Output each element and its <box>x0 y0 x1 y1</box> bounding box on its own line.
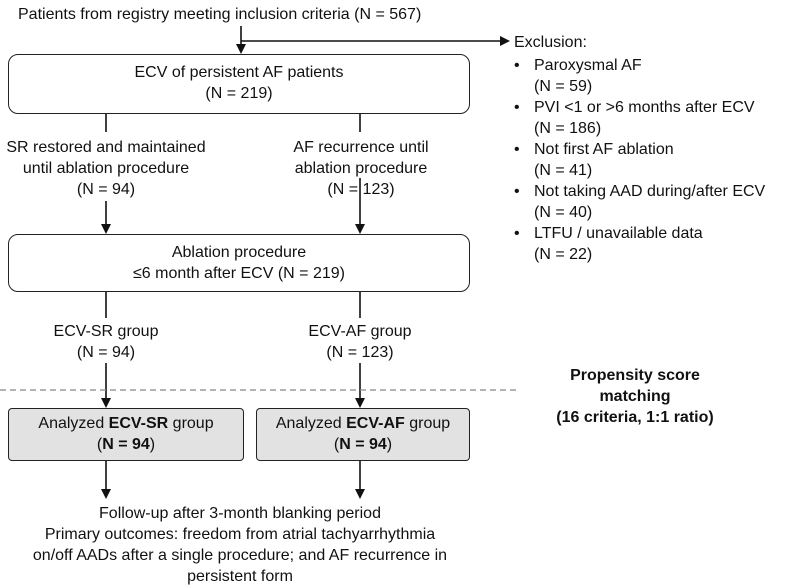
analyzed-ecv-af-count: (N = 94) <box>333 436 393 453</box>
ecv-box-count: (N = 219) <box>205 85 273 102</box>
sr-branch-line2: until ablation procedure <box>22 160 190 177</box>
exclusion-title: Exclusion: <box>514 34 587 51</box>
analyzed-ecv-sr-box: Analyzed ECV-SR group (N = 94) <box>8 408 244 461</box>
exclusion-item-count: (N = 22) <box>534 246 593 263</box>
bullet-icon: • <box>514 225 520 242</box>
exclusion-item: • LTFU / unavailable data (N = 22) <box>512 223 797 265</box>
followup-line2: Primary outcomes: freedom from atrial ta… <box>44 526 436 543</box>
bullet-icon: • <box>514 183 520 200</box>
propensity-text: Propensity score matching (16 criteria, … <box>520 365 750 428</box>
ecv-box-title: ECV of persistent AF patients <box>134 64 344 81</box>
followup-line3: on/off AADs after a single procedure; an… <box>32 547 448 564</box>
analyzed-ecv-sr-title: Analyzed ECV-SR group <box>38 415 214 432</box>
af-branch-line2: ablation procedure <box>294 160 428 177</box>
af-branch-text: AF recurrence until ablation procedure (… <box>268 137 454 200</box>
sr-branch-line1: SR restored and maintained <box>6 139 206 156</box>
propensity-line1: Propensity score <box>570 367 700 384</box>
followup-line4: persistent form <box>187 568 293 585</box>
bullet-icon: • <box>514 99 520 116</box>
ecv-af-group-text: ECV-AF group (N = 123) <box>275 321 445 363</box>
ecv-sr-group-count: (N = 94) <box>76 344 136 361</box>
analyzed-ecv-af-title: Analyzed ECV-AF group <box>275 415 451 432</box>
propensity-line2: matching <box>599 388 671 405</box>
exclusion-list: • Paroxysmal AF (N = 59) • PVI <1 or >6 mon… <box>512 55 797 265</box>
followup-text: Follow-up after 3-month blanking period … <box>0 503 480 587</box>
exclusion-item: • PVI <1 or >6 months after ECV (N = 186) <box>512 97 797 139</box>
exclusion-item: • Not first AF ablation (N = 41) <box>512 139 797 181</box>
exclusion-item-label: Paroxysmal AF <box>534 57 642 74</box>
exclusion-item-label: Not taking AAD during/after ECV <box>534 183 766 200</box>
propensity-line3: (16 criteria, 1:1 ratio) <box>556 409 714 426</box>
ecv-box: ECV of persistent AF patients (N = 219) <box>8 54 470 114</box>
exclusion-item: • Not taking AAD during/after ECV (N = 40) <box>512 181 797 223</box>
ecv-sr-group-text: ECV-SR group (N = 94) <box>20 321 192 363</box>
exclusion-item-count: (N = 59) <box>534 78 593 95</box>
ablation-box: Ablation procedure ≤6 month after ECV (N… <box>8 234 470 292</box>
followup-line1: Follow-up after 3-month blanking period <box>99 505 381 522</box>
exclusion-item-label: Not first AF ablation <box>534 141 674 158</box>
exclusion-item-label: LTFU / unavailable data <box>534 225 703 242</box>
ecv-af-group-label: ECV-AF group <box>308 323 412 340</box>
exclusion-item-count: (N = 41) <box>534 162 593 179</box>
analyzed-ecv-af-box: Analyzed ECV-AF group (N = 94) <box>256 408 470 461</box>
sr-branch-text: SR restored and maintained until ablatio… <box>0 137 212 200</box>
exclusion-item-label: PVI <1 or >6 months after ECV <box>534 99 755 116</box>
af-branch-line1: AF recurrence until <box>293 139 429 156</box>
exclusion-item-count: (N = 186) <box>534 120 602 137</box>
af-branch-count: (N = 123) <box>327 181 395 198</box>
top-inclusion-text: Patients from registry meeting inclusion… <box>18 6 422 23</box>
ecv-sr-group-label: ECV-SR group <box>53 323 159 340</box>
analyzed-ecv-sr-count: (N = 94) <box>96 436 156 453</box>
exclusion-item: • Paroxysmal AF (N = 59) <box>512 55 797 97</box>
exclusion-item-count: (N = 40) <box>534 204 593 221</box>
ecv-af-group-count: (N = 123) <box>326 344 394 361</box>
ablation-box-title: Ablation procedure <box>171 244 307 261</box>
ablation-box-subtitle: ≤6 month after ECV (N = 219) <box>133 265 345 282</box>
bullet-icon: • <box>514 57 520 74</box>
bullet-icon: • <box>514 141 520 158</box>
exclusion-panel: Exclusion: • Paroxysmal AF (N = 59) • PVI <… <box>512 32 797 265</box>
sr-branch-count: (N = 94) <box>76 181 136 198</box>
